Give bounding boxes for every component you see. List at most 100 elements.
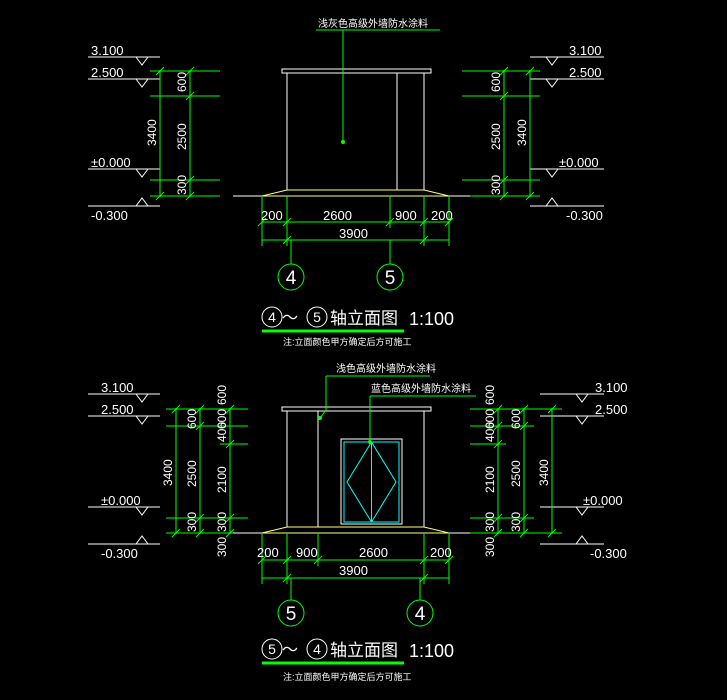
level2-3100-left: 3.100 [101, 380, 134, 395]
grid2-label-right: 4 [415, 604, 426, 625]
level2-2500-left: 2.500 [101, 402, 134, 417]
vdim2-right-3400: 3400 [537, 459, 551, 486]
title-1-text: 轴立面图 [330, 309, 398, 328]
elevation-5-4: 3.100 2.500 ±0.000 -0.300 600 400 [88, 362, 628, 682]
vdim-600-right: 600 [489, 72, 503, 92]
level-0000-right: ±0.000 [559, 155, 599, 170]
horizontal-dimensions-1 [257, 196, 454, 264]
vertical-dimensions-left-2 [166, 404, 248, 538]
vertical-dimensions-right [462, 66, 540, 201]
vdim2-left-600-top: 600 [215, 385, 229, 405]
title-1-num-b: 5 [313, 309, 321, 325]
title-2-text: 轴立面图 [330, 641, 398, 660]
vdim2-right-300-inner: 300 [483, 512, 497, 532]
grid2-bubble-right [406, 599, 434, 627]
level-markers-left [88, 56, 160, 207]
vdim2-left-600: 600 [185, 409, 199, 429]
hdim-200-a: 200 [261, 208, 283, 223]
title-1-num-a: 4 [268, 309, 276, 325]
callout-2a [318, 375, 430, 420]
vdim2-right-600: 600 [509, 409, 523, 429]
building-elevation-1 [233, 68, 470, 197]
level2-2500-right: 2.500 [595, 402, 628, 417]
title-2-num-a: 5 [268, 641, 276, 657]
hdim-200-b: 200 [431, 208, 453, 223]
hdim2-200-b: 200 [430, 545, 452, 560]
level-3100-left: 3.100 [91, 43, 124, 58]
callout-1 [316, 29, 440, 144]
vdim-2500-left: 2500 [175, 123, 189, 150]
grid-label-right: 5 [385, 268, 396, 289]
vdim2-right-2100: 2100 [483, 466, 497, 493]
level-markers-right-2 [540, 393, 604, 545]
callout-2a-text: 浅色高级外墙防水涂料 [336, 362, 436, 375]
grid2-bubble-left [277, 599, 305, 627]
callout-2b-text: 蓝色高级外墙防水涂料 [371, 382, 471, 395]
vdim2-right-400: 400 [483, 422, 497, 442]
vdim2-right-2500: 2500 [509, 460, 523, 487]
level2-minus-0300-left: -0.300 [101, 546, 138, 561]
hdim-2600: 2600 [323, 208, 352, 223]
grid2-label-left: 5 [286, 604, 297, 625]
grid-label-left: 4 [286, 268, 297, 289]
horizontal-dimensions-2 [257, 533, 454, 600]
plinth-1 [261, 189, 450, 197]
vdim2-left-2100: 2100 [215, 466, 229, 493]
title-1-tilde: ～ [282, 310, 298, 327]
level2-0000-left: ±0.000 [101, 493, 141, 508]
building-elevation-2 [233, 406, 470, 534]
vdim-2500-right: 2500 [489, 123, 503, 150]
level-minus-0300-right: -0.300 [566, 208, 603, 223]
hdim-900: 900 [395, 208, 417, 223]
title-2-tilde: ～ [282, 642, 298, 659]
hdim2-900: 900 [296, 545, 318, 560]
vdim2-left-300-inner: 300 [215, 512, 229, 532]
vertical-dimensions-right-2 [470, 404, 562, 538]
level-markers-left-2 [88, 393, 160, 545]
level2-minus-0300-right: -0.300 [590, 546, 627, 561]
vdim2-right-600-top: 600 [483, 385, 497, 405]
level-0000-left: ±0.000 [91, 155, 131, 170]
vdim2-right-600-inner: 600 [483, 409, 497, 429]
level-2500-left: 2.500 [91, 65, 124, 80]
grid-bubble-right [376, 263, 404, 291]
plinth-2 [261, 526, 450, 534]
vdim2-left-2500: 2500 [185, 460, 199, 487]
hdim2-2600: 2600 [359, 545, 388, 560]
level-minus-0300-left: -0.300 [91, 208, 128, 223]
vdim-300-left: 300 [175, 175, 189, 195]
vdim2-left-600-inner: 600 [215, 409, 229, 429]
title-1: 4 ～ 5 轴立面图 1:100 [261, 306, 454, 333]
vdim2-right-300-bottom: 300 [483, 537, 497, 557]
hdim2-total-3900: 3900 [339, 563, 368, 578]
vdim2-left-400: 400 [215, 422, 229, 442]
title-2: 5 ～ 4 轴立面图 1:100 [261, 638, 454, 665]
vdim2-left-3400: 3400 [161, 459, 175, 486]
glass-door [340, 438, 403, 525]
grid-bubble-left [277, 263, 305, 291]
note-1: 注:立面颜色甲方确定后方可施工 [283, 336, 412, 347]
vertical-dimensions-left [150, 66, 220, 201]
vdim2-left-300-bottom: 300 [215, 537, 229, 557]
title-2-scale: 1:100 [409, 641, 454, 661]
level2-0000-right: ±0.000 [583, 493, 623, 508]
vdim2-left-300: 300 [185, 512, 199, 532]
callout-2b [368, 395, 476, 444]
vdim2-right-300: 300 [509, 512, 523, 532]
level-2500-right: 2.500 [569, 65, 602, 80]
level-markers-right [530, 56, 604, 207]
level2-3100-right: 3.100 [595, 380, 628, 395]
hdim2-200-a: 200 [257, 545, 279, 560]
callout-1-text: 浅灰色高级外墙防水涂料 [318, 17, 428, 30]
vdim-3400-left: 3400 [145, 119, 159, 146]
vdim-3400-right: 3400 [515, 119, 529, 146]
vdim-300-right: 300 [489, 175, 503, 195]
title-1-scale: 1:100 [409, 309, 454, 329]
level-3100-right: 3.100 [569, 43, 602, 58]
note-2: 注:立面颜色甲方确定后方可施工 [283, 671, 412, 682]
vdim-600-left: 600 [175, 72, 189, 92]
title-2-num-b: 4 [313, 641, 321, 657]
elevation-4-5: 3.100 2.500 ±0.000 -0.300 600 2500 300 3… [88, 17, 604, 347]
hdim-total-3900: 3900 [339, 226, 368, 241]
